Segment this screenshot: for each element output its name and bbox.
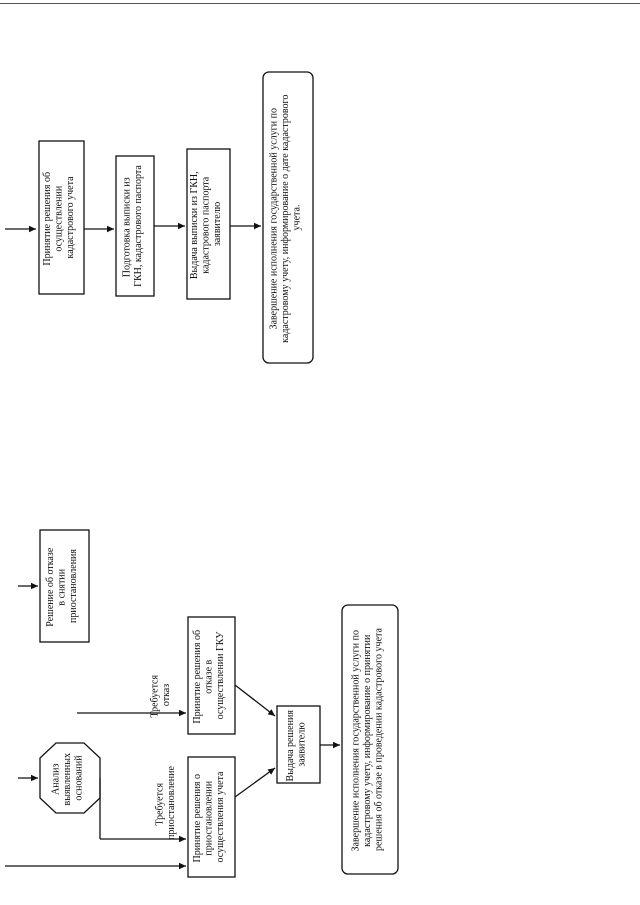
refusal-lift-line-1: Решение об отказе [45, 547, 56, 627]
suspension-line-3: осуществления учета [215, 771, 226, 863]
analysis-line-3: оснований [74, 755, 85, 801]
analysis-line-2: выявленных [62, 753, 73, 805]
issue-extract-line-3: заявителю [212, 201, 223, 246]
completion-success-node: Завершение исполнения государственной ус… [262, 71, 314, 364]
completion-success-line-3: учета. [292, 205, 303, 231]
prepare-extract-node: Подготовка выписки из ГКН, кадастрового … [115, 155, 155, 297]
svg-text:Принятие решения о при: Принятие решения о приостановлении осуще… [192, 771, 226, 863]
suspension-decision-node: Принятие решения о приостановлении осуще… [187, 756, 236, 878]
svg-text:Принятие решения об от: Принятие решения об отказе в осуществлен… [192, 627, 226, 723]
svg-text:Выдача выписки из ГКН,: Выдача выписки из ГКН, кадастрового пасп… [189, 169, 223, 279]
acceptance-line-3: кадастрового учета [65, 176, 76, 259]
svg-text:Завершение исполнения государс: Завершение исполнения государственной ус… [269, 92, 303, 343]
refusal-lift-line-2: в снятии [57, 568, 68, 605]
completion-success-line-2: кадастровому учету, информирование о дат… [280, 95, 291, 343]
arrow-refusal-to-issue [234, 684, 276, 717]
top-border-line [0, 3, 640, 4]
refusal-lift-suspension-node: Решение об отказе в снятии приостановлен… [39, 529, 90, 643]
arrow-suspension-to-issue [234, 767, 276, 798]
refusal-gku-line-2: отказе в [204, 659, 215, 693]
completion-refusal-node: Завершение исполнения государственной ус… [341, 604, 399, 875]
edge-label-requires-refusal: Требуется отказ [150, 672, 173, 717]
svg-text:Требуется отказ: Требуется отказ [150, 672, 173, 717]
suspension-line-1: Принятие решения о [192, 774, 203, 863]
issue-decision-line-1: Выдача решения [285, 710, 296, 782]
acceptance-line-2: осуществлении [54, 185, 65, 251]
svg-text:Завершение исполнения государс: Завершение исполнения государственной ус… [351, 628, 385, 852]
svg-text:Принятие решения об ос: Принятие решения об осуществлении кадаст… [42, 169, 76, 265]
requires-refusal-line-2: отказ [161, 684, 172, 706]
acceptance-decision-node: Принятие решения об осуществлении кадаст… [38, 140, 85, 295]
issue-extract-line-1: Выдача выписки из ГКН, [189, 171, 200, 279]
issue-extract-line-2: кадастрового паспорта [201, 176, 212, 274]
issue-extract-node: Выдача выписки из ГКН, кадастрового пасп… [186, 148, 231, 300]
completion-refusal-line-1: Завершение исполнения государственной ус… [351, 630, 362, 851]
prepare-extract-line-2: ГКН, кадастрового паспорта [133, 165, 144, 287]
refusal-lift-line-3: приостановления [68, 549, 79, 623]
suspension-line-2: приостановлении [204, 780, 215, 855]
completion-refusal-line-3: решения об отказе в проведении кадастров… [374, 628, 385, 851]
issue-decision-line-2: заявителю [297, 722, 308, 767]
requires-suspension-line-2: приостановление [166, 766, 177, 840]
analysis-line-1: Анализ [51, 764, 62, 795]
requires-suspension-line-1: Требуется [155, 782, 166, 825]
analysis-node: Анализ выявленных оснований [39, 742, 101, 814]
svg-text:Решение об отказе в сн: Решение об отказе в снятии приостановлен… [45, 545, 79, 627]
svg-text:Подготовка выписки из: Подготовка выписки из ГКН, кадастрового … [122, 165, 145, 287]
completion-refusal-line-2: кадастровому учету, информирование о при… [362, 634, 373, 847]
refusal-gku-decision-node: Принятие решения об отказе в осуществлен… [187, 616, 236, 735]
acceptance-line-1: Принятие решения об [42, 172, 53, 266]
svg-text:Требуется приостановле: Требуется приостановление [155, 766, 178, 840]
requires-refusal-line-1: Требуется [150, 674, 161, 717]
completion-success-line-1: Завершение исполнения государственной ус… [269, 108, 280, 329]
refusal-gku-line-1: Принятие решения об [192, 630, 203, 724]
svg-text:Анализ выявленных: Анализ выявленных оснований [51, 751, 85, 806]
refusal-gku-line-3: осуществлении ГКУ [215, 631, 226, 720]
svg-text:Выдача решения заявите: Выдача решения заявителю [285, 708, 308, 782]
edge-label-requires-suspension: Требуется приостановление [155, 766, 178, 840]
issue-decision-node: Выдача решения заявителю [276, 705, 321, 784]
prepare-extract-line-1: Подготовка выписки из [122, 177, 133, 277]
